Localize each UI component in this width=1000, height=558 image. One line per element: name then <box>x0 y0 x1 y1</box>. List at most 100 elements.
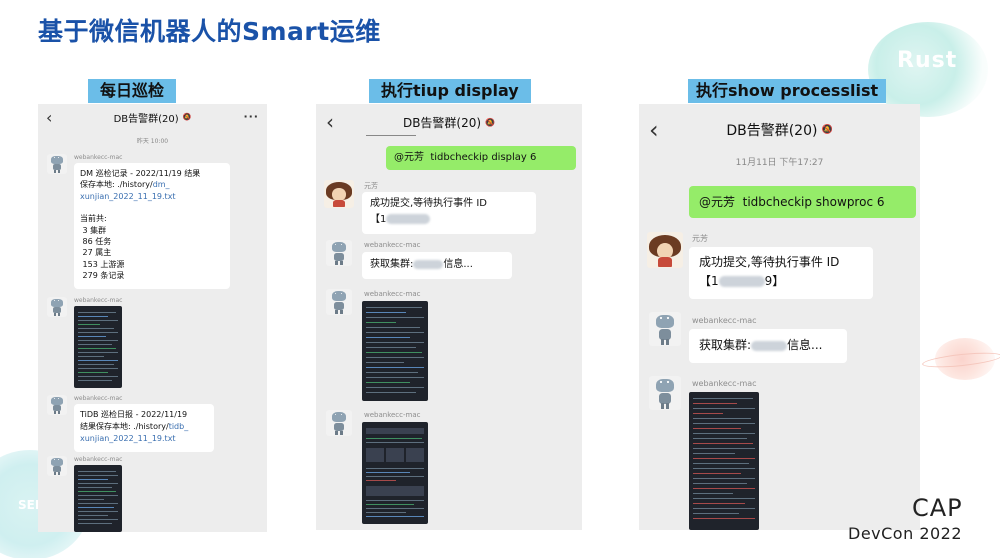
message-text: 保存本地: ./history/ <box>80 180 153 190</box>
reply-bubble-submitted[interactable]: 成功提交,等待执行事件 ID 【1 9】 <box>689 247 873 299</box>
reply-bubble-submitted[interactable]: 成功提交,等待执行事件 ID 【1 <box>362 192 536 234</box>
back-icon[interactable]: ‹ <box>326 110 334 134</box>
brand-cap-text: CAP <box>912 494 963 522</box>
robot-avatar[interactable] <box>47 395 67 415</box>
section-label-show-processlist: 执行show processlist <box>688 79 887 103</box>
robot-avatar[interactable] <box>326 410 352 436</box>
message-line: 27 属主 <box>80 248 112 258</box>
message-line: 保存本地: ./history/dm_ <box>80 179 224 190</box>
message-text: 9】 <box>764 274 785 288</box>
brand-devcon-text: DevCon 2022 <box>848 524 963 543</box>
chat-title: DB告警群(20) <box>402 115 482 130</box>
file-link[interactable]: xunjian_2022_11_19.txt <box>80 191 176 201</box>
header-divider <box>366 135 416 136</box>
rust-cloud-decoration <box>868 22 988 117</box>
sender-name: webankecc-mac <box>74 395 123 402</box>
reply-bubble-fetching[interactable]: 获取集群: 信息... <box>362 252 512 279</box>
girl-avatar[interactable] <box>324 180 354 208</box>
robot-avatar[interactable] <box>47 297 67 317</box>
robot-avatar[interactable] <box>649 376 681 410</box>
slide-title: 基于微信机器人的Smart运维 <box>38 17 381 46</box>
back-icon[interactable]: ‹ <box>649 116 659 144</box>
message-text: 结果保存本地: ./history/ <box>80 422 169 431</box>
command-text: @元芳 tidbcheckip display 6 <box>394 152 537 163</box>
chat-window-daily-inspection: ‹ DB告警群(20) 🔕 ··· 昨天 10:00 webankecc-mac… <box>38 104 267 532</box>
message-text: 【1 <box>699 274 719 288</box>
section-label-tiup-display: 执行tiup display <box>369 79 531 103</box>
screenshot-thumbnail[interactable] <box>74 306 122 388</box>
file-link[interactable]: dm_ <box>152 180 170 190</box>
screenshot-thumbnail[interactable] <box>362 301 428 401</box>
robot-avatar[interactable] <box>326 289 352 315</box>
sender-name: webankecc-mac <box>74 456 123 463</box>
sender-name: 元芳 <box>692 234 708 243</box>
sender-name: webankecc-mac <box>74 154 123 161</box>
message-line: 153 上游源 <box>80 259 125 269</box>
redacted-cluster <box>413 259 444 269</box>
message-text: 信息... <box>443 259 473 270</box>
sender-name: 元芳 <box>364 182 378 190</box>
chat-timestamp: 11月11日 下午17:27 <box>735 158 824 168</box>
girl-avatar[interactable] <box>647 232 683 268</box>
message-text: 获取集群: <box>370 259 414 270</box>
message-line: TiDB 巡检日报 - 2022/11/19 <box>80 410 188 419</box>
message-bubble-dm-report[interactable]: DM 巡检记录 - 2022/11/19 结果 保存本地: ./history/… <box>74 163 230 289</box>
pink-planet-decoration <box>935 338 995 380</box>
command-bubble[interactable]: @元芳 tidbcheckip showproc 6 <box>689 186 916 218</box>
chat-title: DB告警群(20) <box>113 113 179 125</box>
message-line: 结果保存本地: ./history/tidb_ <box>80 421 208 433</box>
sender-name: webankecc-mac <box>692 379 757 388</box>
message-line: 3 集群 <box>80 225 107 235</box>
file-link[interactable]: tidb_ <box>168 422 189 431</box>
back-icon[interactable]: ‹ <box>46 108 53 127</box>
mute-icon: 🔕 <box>821 125 833 135</box>
sender-name: webankecc-mac <box>692 316 757 325</box>
chat-timestamp: 昨天 10:00 <box>136 138 169 145</box>
sel-label: SEL <box>18 498 43 512</box>
redacted-cluster <box>751 340 788 351</box>
robot-avatar[interactable] <box>649 312 681 346</box>
chat-window-tiup-display: ‹ DB告警群(20) 🔕 @元芳 tidbcheckip display 6 … <box>316 104 582 530</box>
message-line: 86 任务 <box>80 237 112 247</box>
chat-header: ‹ DB告警群(20) 🔕 ··· <box>38 104 267 130</box>
sender-name: webankecc-mac <box>364 411 421 419</box>
chat-title: DB告警群(20) <box>726 123 818 139</box>
sender-name: webankecc-mac <box>364 241 421 249</box>
mute-icon: 🔕 <box>182 113 192 121</box>
message-text: 信息... <box>787 338 823 352</box>
robot-avatar[interactable] <box>47 456 67 476</box>
sender-name: webankecc-mac <box>364 290 421 298</box>
message-text: 获取集群: <box>699 338 752 352</box>
chat-header: ‹ DB告警群(20) 🔕 <box>316 108 582 136</box>
sender-name: webankecc-mac <box>74 297 123 304</box>
blank-line <box>80 202 224 213</box>
redacted-id <box>386 214 431 224</box>
chat-window-show-processlist: ‹ DB告警群(20) 🔕 11月11日 下午17:27 @元芳 tidbche… <box>639 104 920 530</box>
message-bubble-tidb-report[interactable]: TiDB 巡检日报 - 2022/11/19 结果保存本地: ./history… <box>74 404 214 452</box>
reply-bubble-fetching[interactable]: 获取集群: 信息... <box>689 329 847 363</box>
message-line: 【1 <box>370 212 528 228</box>
robot-avatar[interactable] <box>47 154 67 174</box>
message-line: 279 条记录 <box>80 271 125 281</box>
rust-label: Rust <box>897 48 958 73</box>
redacted-id <box>718 276 765 287</box>
message-line: 成功提交,等待执行事件 ID <box>370 198 488 209</box>
section-label-daily-inspection: 每日巡检 <box>88 79 177 103</box>
command-text: @元芳 tidbcheckip showproc 6 <box>699 195 885 209</box>
message-line: 获取集群: 信息... <box>370 257 504 273</box>
screenshot-thumbnail[interactable] <box>362 422 428 524</box>
file-link[interactable]: xunjian_2022_11_19.txt <box>80 434 176 443</box>
robot-avatar[interactable] <box>326 240 352 266</box>
chat-header: ‹ DB告警群(20) 🔕 <box>639 116 920 144</box>
screenshot-thumbnail[interactable] <box>689 392 759 530</box>
screenshot-thumbnail[interactable] <box>74 465 122 532</box>
command-bubble[interactable]: @元芳 tidbcheckip display 6 <box>386 146 576 170</box>
more-icon[interactable]: ··· <box>243 110 259 123</box>
message-line: 成功提交,等待执行事件 ID <box>699 255 840 269</box>
message-line: DM 巡检记录 - 2022/11/19 结果 <box>80 169 201 178</box>
message-line: 获取集群: 信息... <box>699 336 837 355</box>
message-line: 【1 9】 <box>699 272 863 291</box>
mute-icon: 🔕 <box>485 117 496 127</box>
message-line: 当前共: <box>80 214 107 224</box>
message-text: 【1 <box>370 214 387 225</box>
